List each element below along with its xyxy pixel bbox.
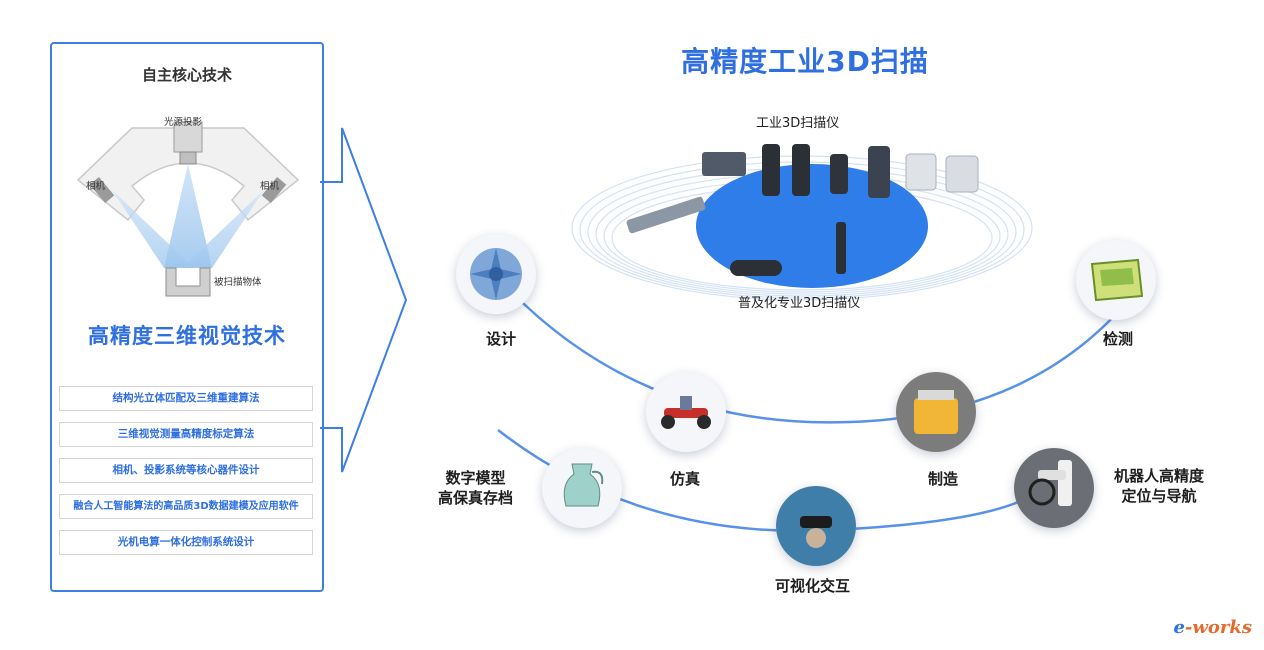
manufacturing-node bbox=[896, 372, 976, 452]
tech-item: 三维视觉测量高精度标定算法 bbox=[59, 422, 313, 447]
vase-icon bbox=[563, 463, 604, 507]
structured-light-diagram bbox=[76, 121, 300, 297]
eworks-suffix: works bbox=[1192, 617, 1252, 638]
simulation-label: 仿真 bbox=[670, 470, 701, 488]
eworks-logo: e-works bbox=[1173, 617, 1252, 638]
right-camera-label: 相机 bbox=[260, 181, 280, 192]
inspection-node bbox=[1076, 240, 1156, 320]
vr-headset-icon bbox=[776, 486, 856, 566]
tech-item: 融合人工智能算法的高品质3D数据建模及应用软件 bbox=[59, 494, 313, 519]
archive-label: 数字模型高保真存档 bbox=[438, 469, 514, 507]
industrial-scanners bbox=[626, 144, 979, 276]
simulation-node bbox=[646, 372, 726, 452]
robot-arm-icon bbox=[1014, 448, 1094, 528]
left-camera-label: 相机 bbox=[86, 181, 106, 192]
archive-node bbox=[542, 448, 622, 528]
printed-part-icon bbox=[896, 372, 976, 452]
upper-orbit bbox=[499, 279, 1141, 424]
scanned-object bbox=[165, 267, 211, 297]
tech-item: 结构光立体匹配及三维重建算法 bbox=[59, 386, 313, 411]
tech-item: 相机、投影系统等核心器件设计 bbox=[59, 458, 313, 483]
right-camera-beam bbox=[182, 190, 264, 268]
projector-label: 光源投影 bbox=[164, 117, 203, 128]
industrial-scan-title: 高精度工业3D扫描 bbox=[681, 45, 929, 78]
car-door-icon bbox=[1090, 258, 1144, 302]
object-label: 被扫描物体 bbox=[214, 277, 262, 288]
inspection-label: 检测 bbox=[1103, 330, 1134, 348]
left-camera-beam bbox=[112, 190, 194, 268]
connector-arrow bbox=[320, 127, 408, 473]
projector-beam bbox=[164, 164, 212, 268]
core-tech-title: 自主核心技术 bbox=[141, 66, 232, 84]
robot-node bbox=[1014, 448, 1094, 528]
vision-tech-heading: 高精度三维视觉技术 bbox=[88, 324, 286, 348]
left-camera bbox=[89, 176, 115, 204]
right-camera bbox=[261, 176, 287, 204]
visualization-label: 可视化交互 bbox=[775, 577, 851, 595]
race-car-icon bbox=[661, 396, 711, 429]
design-node bbox=[456, 234, 536, 314]
projector-lens bbox=[179, 151, 197, 165]
consumer-scanner-label: 普及化专业3D扫描仪 bbox=[738, 296, 861, 311]
visualization-node bbox=[776, 486, 856, 566]
robot-label: 机器人高精度定位与导航 bbox=[1114, 467, 1205, 505]
projector-body bbox=[173, 121, 203, 153]
industrial-scanner-label: 工业3D扫描仪 bbox=[756, 116, 840, 131]
impeller-icon bbox=[470, 248, 522, 300]
core-tech-panel: 自主核心技术 光源投影 相机 相机 被扫描物体 高精度三维视觉技术 结构光立体匹… bbox=[50, 42, 324, 592]
eworks-prefix: e bbox=[1173, 617, 1185, 638]
design-label: 设计 bbox=[486, 330, 517, 348]
manufacturing-label: 制造 bbox=[928, 470, 959, 488]
tech-item: 光机电算一体化控制系统设计 bbox=[59, 530, 313, 555]
